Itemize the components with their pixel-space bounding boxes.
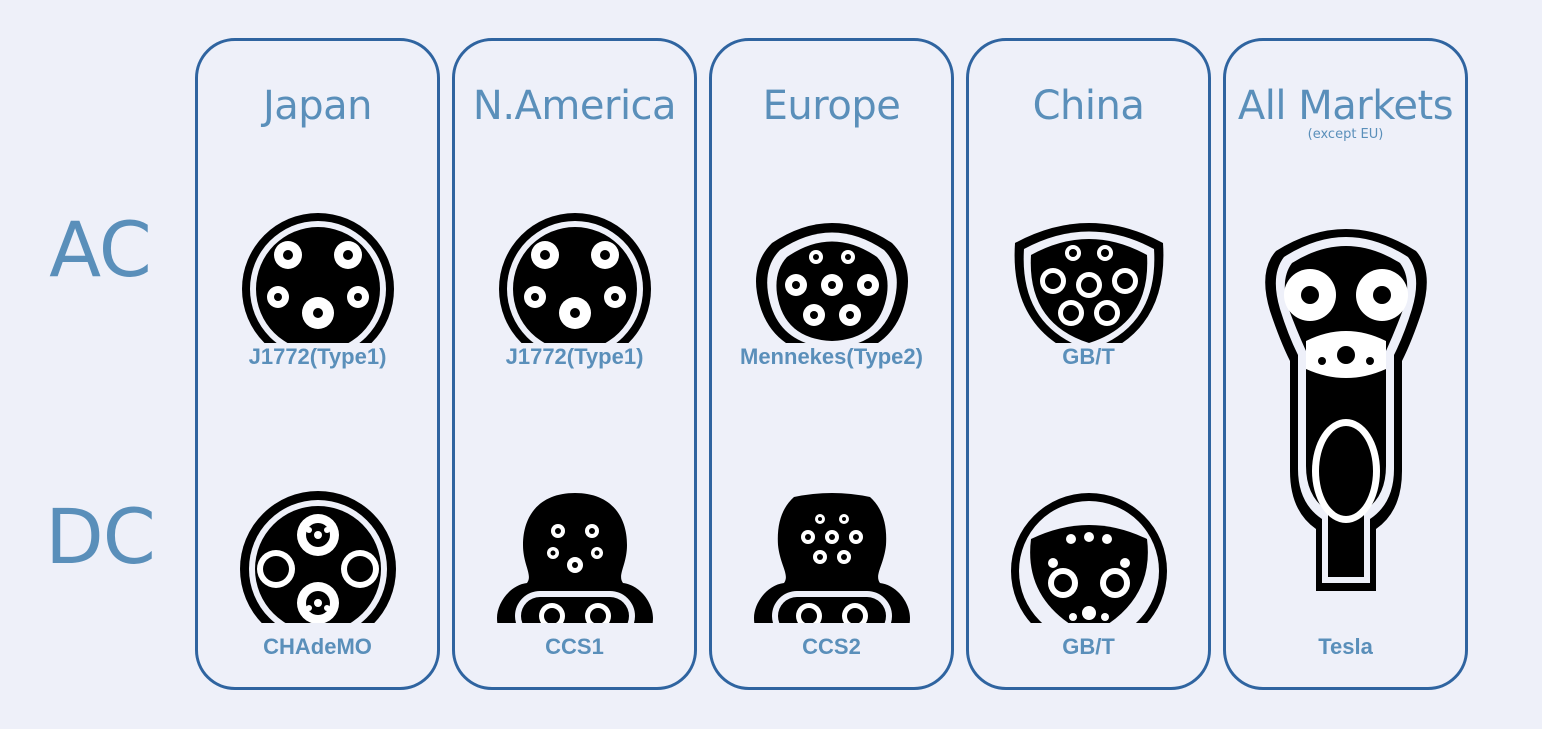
column-title-namerica: N.America <box>472 83 677 129</box>
mennekes-plug-icon <box>756 223 908 343</box>
tesla-plug-label: Tesla <box>1318 634 1373 659</box>
column-subtitle-all-markets: (except EU) <box>1307 127 1384 142</box>
ac-row-label: AC <box>49 205 152 294</box>
j1772-plug-icon <box>499 213 651 343</box>
column-title-europe: Europe <box>762 83 901 129</box>
tesla-plug-icon <box>1265 229 1427 591</box>
column-title-china: China <box>1032 83 1145 129</box>
japan-column: Japan J1772(Type1) CHAdeMO <box>195 38 440 690</box>
europe-column: Europe Mennekes(Type2) CCS2 <box>709 38 954 690</box>
china-ac-plug-label: GB/T <box>1062 344 1115 369</box>
j1772-plug-icon <box>242 213 394 343</box>
ccs2-plug-icon <box>754 493 910 623</box>
gbt-ac-plug-icon <box>1014 223 1164 343</box>
namerica-ac-plug-label: J1772(Type1) <box>505 344 644 369</box>
europe-dc-plug-label: CCS2 <box>802 634 861 659</box>
china-column: China GB/T GB/T <box>966 38 1211 690</box>
japan-dc-plug-label: CHAdeMO <box>263 634 372 659</box>
all-markets-column: All Markets (except EU) Tesla <box>1223 38 1468 690</box>
japan-ac-plug-label: J1772(Type1) <box>248 344 387 369</box>
column-title-all-markets: All Markets <box>1237 83 1454 129</box>
column-title-japan: Japan <box>262 83 373 129</box>
gbt-dc-plug-icon <box>1011 493 1167 623</box>
namerica-dc-plug-label: CCS1 <box>545 634 604 659</box>
chademo-plug-icon <box>240 491 396 623</box>
dc-row-label: DC <box>45 492 156 581</box>
china-dc-plug-label: GB/T <box>1062 634 1115 659</box>
europe-ac-plug-label: Mennekes(Type2) <box>740 344 923 369</box>
namerica-column: N.America J1772(Type1) CCS1 <box>452 38 697 690</box>
ccs1-plug-icon <box>497 493 653 623</box>
